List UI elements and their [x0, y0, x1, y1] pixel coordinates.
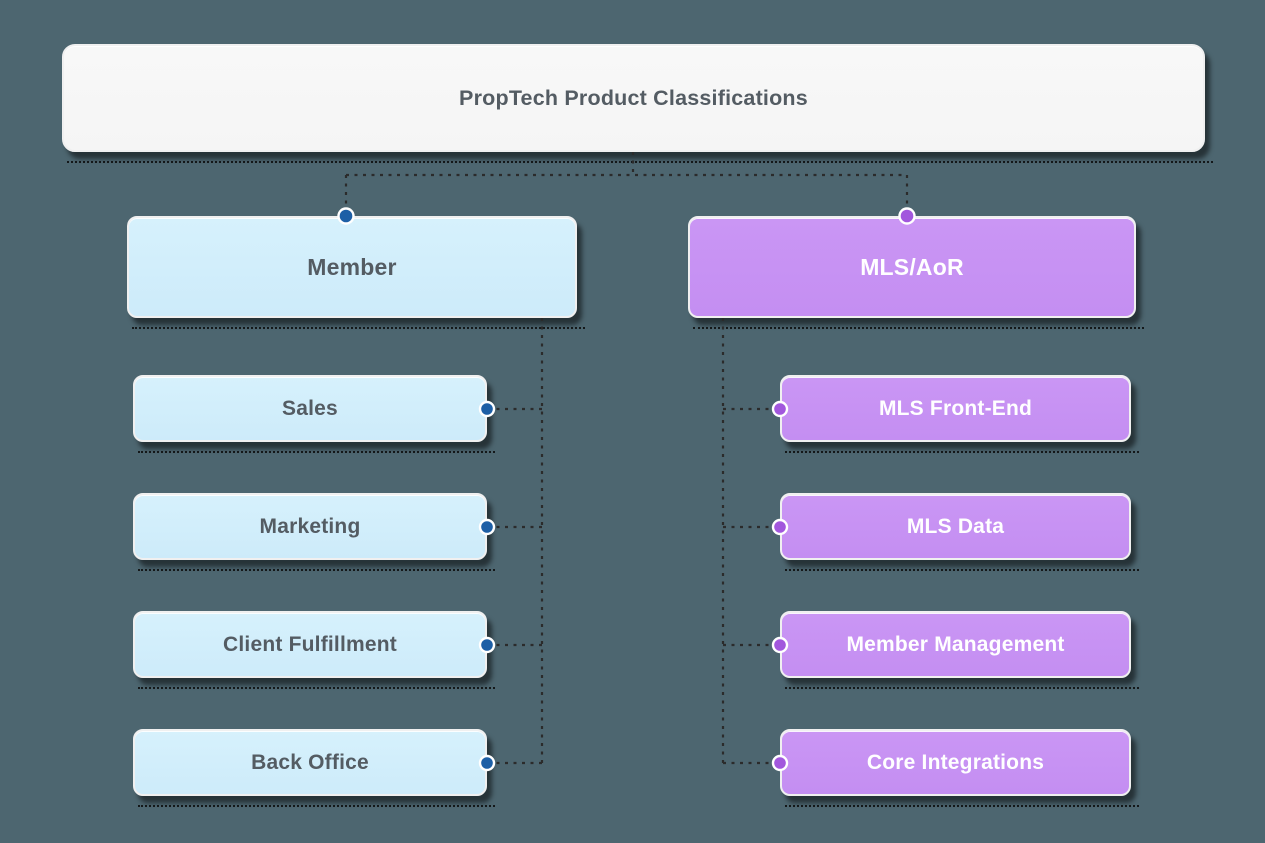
child-node-member-management-label: Member Management [846, 632, 1065, 656]
branch-node-mls-aor[interactable]: MLS/AoR [688, 216, 1144, 329]
child-node-core-integrations-label: Core Integrations [866, 750, 1045, 774]
child-node-back-office[interactable]: Back Office [133, 729, 495, 807]
child-node-marketing-label: Marketing [259, 514, 361, 538]
child-node-mls-front-end-label: MLS Front-End [878, 396, 1033, 420]
child-node-marketing[interactable]: Marketing [133, 493, 495, 571]
root-node-label: PropTech Product Classifications [459, 85, 808, 110]
child-node-core-integrations[interactable]: Core Integrations [780, 729, 1139, 807]
child-node-member-management[interactable]: Member Management [780, 611, 1139, 689]
child-node-sales[interactable]: Sales [133, 375, 495, 453]
child-node-mls-front-end[interactable]: MLS Front-End [780, 375, 1139, 453]
child-node-sales-label: Sales [282, 396, 338, 420]
child-node-mls-data[interactable]: MLS Data [780, 493, 1139, 571]
child-node-client-fulfillment-label: Client Fulfillment [223, 632, 397, 656]
branch-node-mls-aor-label: MLS/AoR [860, 253, 964, 280]
child-node-client-fulfillment[interactable]: Client Fulfillment [133, 611, 495, 689]
root-node-title[interactable]: PropTech Product Classifications [62, 44, 1213, 163]
branch-node-member[interactable]: Member [127, 216, 585, 329]
child-node-back-office-label: Back Office [251, 750, 369, 774]
child-node-mls-data-label: MLS Data [906, 514, 1005, 538]
branch-node-member-label: Member [307, 253, 397, 280]
